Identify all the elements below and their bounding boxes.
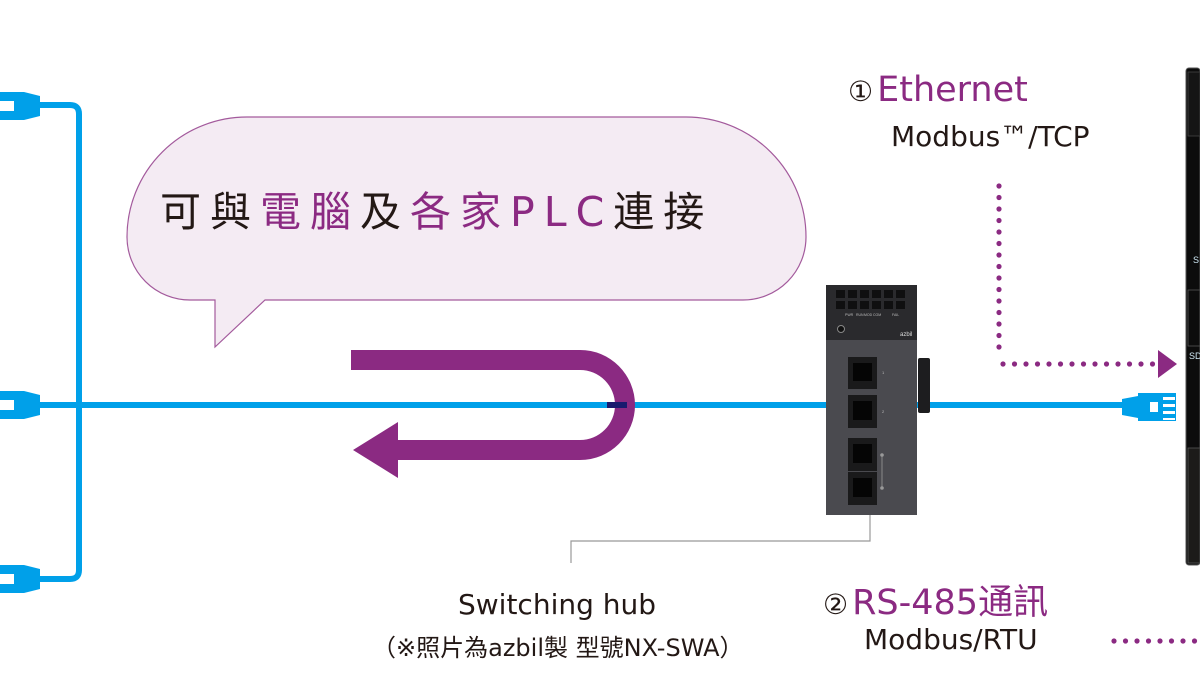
bubble-segment: 可與 [160,188,260,236]
dotted-rs485-line [1111,638,1198,644]
ethernet-plug-icon [0,92,40,120]
dot [996,194,1002,201]
dot [1069,361,1075,367]
hub-vent-grille [836,290,905,309]
u-turn-arrow-icon [351,350,635,478]
svg-text:PWR: PWR [845,313,854,317]
dot [1126,361,1133,367]
dot [996,217,1002,224]
hub-port-number-1: 1 [882,370,885,375]
dot [1080,361,1087,367]
dot [1134,638,1140,644]
left-cable-network [36,102,1128,582]
dotted-arrow-icon [996,183,1156,367]
hub-name-label: Switching hub [458,588,657,621]
dot [996,183,1002,189]
rs485-protocol: Modbus/RTU [864,623,1038,656]
dot [1149,361,1156,367]
dot [1180,638,1186,644]
dot [1092,361,1098,367]
hub-ports [848,357,877,505]
device-label-s: S [1193,255,1199,265]
bubble-segment-highlight: 各家PLC [410,188,614,236]
dot [996,275,1002,281]
hub-leader-line [570,515,871,563]
dot [996,206,1002,212]
dot [996,229,1002,235]
ethernet-title-text: Ethernet [877,70,1028,110]
dot [996,298,1002,304]
svg-text:RUN: RUN [856,313,864,317]
right-controller-device: S SD [1185,67,1200,566]
ethernet-plug-icon [0,391,40,419]
dot [1115,361,1121,367]
hub-note-label: （※照片為azbil製 型號NX-SWA） [372,634,744,662]
bubble-segment: 及 [360,188,410,236]
hub-power-jack [837,325,845,333]
ethernet-number: ① [848,75,874,108]
dot [996,309,1002,316]
dot [1046,361,1052,367]
hub-brand-logo: azbil [900,332,912,338]
dot [1157,638,1163,644]
dot [1111,638,1117,644]
svg-text:MOD: MOD [864,313,873,317]
ethernet-plug-icon [1122,393,1176,421]
dot [1000,361,1006,367]
dot [996,252,1002,258]
dot [996,344,1002,350]
speech-bubble [126,116,807,349]
dot [1145,638,1152,644]
device-label-sd: SD [1189,351,1200,361]
dot [996,286,1002,293]
dot [1168,638,1175,644]
bubble-segment: 連接 [613,188,714,236]
dot [996,321,1002,327]
dot [1011,361,1018,367]
dot [1191,638,1198,644]
dot [1103,361,1110,367]
dot [996,332,1002,339]
svg-text:COM: COM [873,313,881,317]
ethernet-plug-icon [0,565,40,593]
ethernet-protocol: Modbus™/TCP [891,120,1090,153]
dot [996,263,1002,270]
svg-text:FAIL: FAIL [892,313,899,317]
rs485-number: ② [823,588,849,621]
dot [1034,361,1041,367]
dot [1122,638,1129,644]
rs485-title-text: RS-485通訊 [852,583,1049,623]
hub-port-number-2: 2 [882,409,885,414]
dot [1023,361,1029,367]
hub-led-labels: PWR RUN MOD COM FAIL [845,313,899,317]
cable-arrow-overlap [607,402,627,408]
speech-bubble-text: 可與電腦及各家PLC連接 [160,178,713,238]
cable-top-branch [36,102,82,582]
bubble-segment-highlight: 電腦 [260,188,360,236]
dotted-arrow-head [1158,350,1177,378]
dot [1138,361,1144,367]
switching-hub-device: azbil PWR RUN MOD COM FAIL 1 2 [826,285,930,515]
dot [1057,361,1064,367]
dot [996,240,1002,247]
